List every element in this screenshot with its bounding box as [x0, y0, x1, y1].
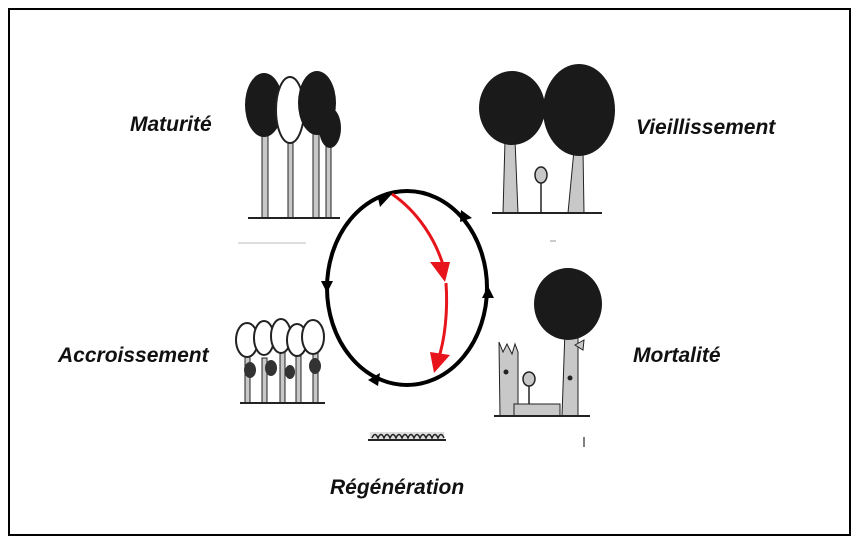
cycle-arrowhead — [378, 194, 392, 207]
cycle-arrowhead — [321, 281, 333, 293]
mortality-trees-illustration — [494, 268, 602, 417]
disturbance-shortcut-arrow — [391, 192, 450, 373]
maturity-trees-illustration — [245, 71, 341, 219]
growth-trees-illustration — [235, 318, 325, 404]
cycle-arrowhead — [460, 210, 472, 222]
cycle-arrowhead — [368, 373, 380, 386]
stage-label-vieillissement: Vieillissement — [636, 116, 776, 139]
cycle-circle — [321, 189, 494, 387]
stage-label-mortalite: Mortalité — [633, 344, 721, 367]
stage-label-accroissement: Accroissement — [58, 344, 209, 367]
diagram-frame — [8, 8, 851, 536]
regeneration-seedlings-illustration — [368, 432, 446, 441]
aging-trees-illustration — [479, 64, 615, 214]
cycle-arrowhead — [482, 286, 494, 298]
stage-label-maturite: Maturité — [130, 113, 212, 136]
stage-label-regeneration: Régénération — [330, 476, 465, 499]
